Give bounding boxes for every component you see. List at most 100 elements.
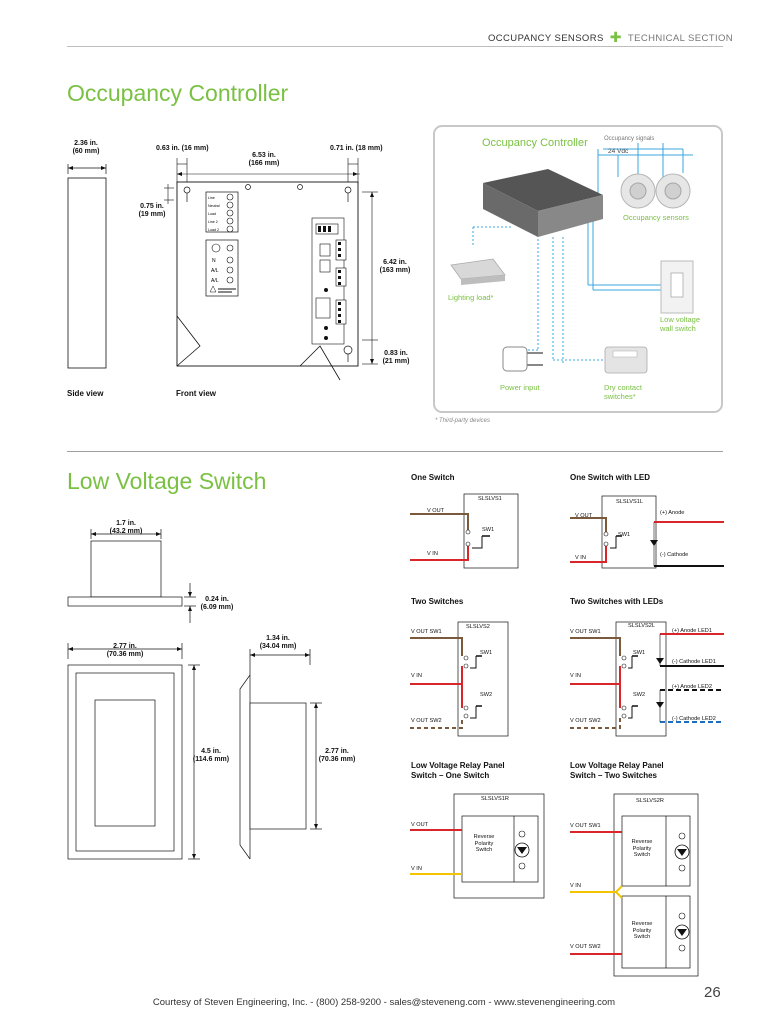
overall-height-dim: 6.42 in. (163 mm)	[374, 259, 416, 275]
terminal-neutral-label: Neutral	[208, 204, 220, 208]
diagram-power-label: Power input	[500, 383, 540, 392]
relay-one-reverse: Reverse Polarity Switch	[466, 834, 502, 854]
relay-two-diagram	[570, 793, 699, 977]
dim-in: 0.75 in.	[140, 203, 164, 210]
terminal-n-label: N	[212, 258, 216, 264]
dim-mm: (60 mm)	[72, 148, 100, 155]
two-led-sw1: SW1	[633, 650, 646, 656]
two-led-cathode2: (-) Cathode LED2	[672, 716, 716, 722]
dim-mm: (166 mm)	[248, 160, 280, 167]
relay-one-vin: V IN	[411, 866, 422, 872]
rev-line2: Polarity	[632, 927, 652, 934]
two-led-vout1: V OUT SW1	[570, 629, 601, 635]
dim-mm: (163 mm)	[379, 267, 411, 274]
two-sw1: SW1	[480, 650, 493, 656]
two-led-sw2: SW2	[633, 692, 646, 698]
one-led-sw: SW1	[618, 532, 631, 538]
header-divider	[67, 46, 723, 47]
dim-in: 1.7 in.	[116, 520, 136, 527]
one-switch-led-diagram	[570, 495, 724, 569]
plate-width-dim: 2.77 in. (70.36 mm)	[100, 643, 150, 659]
diagram-sensors-label: Occupancy sensors	[623, 213, 689, 222]
dim-in: 2.36 in.	[74, 140, 98, 147]
rev-line3: Switch	[633, 934, 651, 940]
dim-in: 2.77 in.	[325, 748, 349, 755]
diagram-lighting-label: Lighting load*	[448, 293, 494, 302]
title-line2: Switch – One Switch	[411, 771, 490, 780]
overall-width-dim: 6.53 in. (166 mm)	[240, 152, 288, 168]
terminal-line2-label: Line 2	[208, 220, 218, 224]
one-led-model: SLSLVS1L	[616, 499, 643, 505]
switch-width-dim: 1.7 in. (43.2 mm)	[104, 520, 148, 536]
two-sw2: SW2	[480, 692, 493, 698]
front-view-label: Front view	[176, 389, 217, 398]
terminal-load-label: Load	[208, 212, 216, 216]
page-number: 26	[704, 984, 721, 1001]
dim-in: 0.24 in.	[205, 596, 229, 603]
one-switch-diagram	[410, 493, 519, 569]
relay-two-title: Low Voltage Relay Panel Switch – Two Swi…	[570, 761, 664, 781]
plate-height-dim: 4.5 in. (114.6 mm)	[188, 748, 234, 764]
one-switch-vin: V IN	[427, 551, 438, 557]
warning-icon	[209, 285, 217, 293]
one-switch-title: One Switch	[411, 473, 455, 482]
low-voltage-switch-drawing	[67, 529, 322, 860]
dim-in: 1.34 in.	[266, 635, 290, 642]
two-led-vout2: V OUT SW2	[570, 718, 601, 724]
relay-one-vout: V OUT	[411, 822, 429, 828]
top-offset-dim: 0.75 in. (19 mm)	[134, 203, 170, 219]
rev-line2: Polarity	[474, 840, 494, 847]
title-line2: Switch – Two Switches	[570, 771, 657, 780]
title-line1: Low Voltage Relay Panel	[570, 761, 664, 770]
relay-two-model: SLSLVS2R	[636, 798, 664, 804]
third-party-note: * Third-party devices	[435, 418, 491, 424]
dim-in: 6.53 in.	[252, 152, 276, 159]
dim-mm: (70.36 mm)	[318, 756, 356, 763]
right-offset-dim: 0.71 in. (18 mm)	[330, 145, 383, 152]
two-model: SLSLVS2	[466, 624, 490, 630]
page-header: OCCUPANCY SENSORS✚TECHNICAL SECTION	[488, 28, 733, 45]
two-led-model: SLSLVS2L	[628, 623, 655, 629]
rev-line3: Switch	[475, 847, 493, 853]
rev-line1: Reverse	[473, 834, 495, 840]
terminal-al-label: A/L	[211, 268, 219, 274]
bottom-offset-dim: 0.83 in. (21 mm)	[378, 350, 414, 366]
relay-two-vout1: V OUT SW1	[570, 823, 601, 829]
dim-mm: (43.2 mm)	[109, 528, 143, 535]
two-vin: V IN	[411, 673, 422, 679]
terminal-line-label: Line	[208, 196, 215, 200]
rev-line1: Reverse	[631, 921, 653, 927]
rev-line3: Switch	[633, 852, 651, 858]
two-switches-led-title: Two Switches with LEDs	[570, 597, 664, 606]
terminal-load2-label: Load 2	[208, 228, 219, 232]
system-diagram	[433, 125, 723, 413]
one-switch-sw: SW1	[482, 527, 495, 533]
diagram-controller-label: Occupancy Controller	[482, 137, 588, 149]
dim-mm: (21 mm)	[382, 358, 410, 365]
dim-mm: (34.04 mm)	[259, 643, 297, 650]
header-subsection: TECHNICAL SECTION	[627, 33, 734, 44]
one-led-anode: (+) Anode	[660, 510, 685, 516]
side-view-drawing	[67, 164, 107, 369]
relay-two-vout2: V OUT SW2	[570, 944, 601, 950]
dim-in: 4.5 in.	[201, 748, 221, 755]
dim-in: 6.42 in.	[383, 259, 407, 266]
front-view-drawing: Line Neutral Load Line 2 Load 2 N A/L A/…	[164, 158, 378, 381]
dim-in: 2.77 in.	[113, 643, 137, 650]
dim-mm: (114.6 mm)	[192, 756, 230, 763]
one-led-vin: V IN	[575, 555, 586, 561]
one-switch-model: SLSLVS1	[478, 496, 502, 502]
dim-mm: (19 mm)	[138, 211, 166, 218]
title-line1: Low Voltage Relay Panel	[411, 761, 505, 770]
plate-thickness-dim: 0.24 in. (6.09 mm)	[196, 596, 238, 612]
two-led-anode1: (+) Anode LED1	[672, 628, 712, 634]
footer-credit: Courtesy of Steven Engineering, Inc. - (…	[152, 997, 616, 1008]
occupancy-controller-title: Occupancy Controller	[67, 80, 289, 106]
relay-one-title: Low Voltage Relay Panel Switch – One Swi…	[411, 761, 505, 781]
side-width-dim: 2.36 in. (60 mm)	[64, 140, 108, 156]
section-divider	[67, 451, 723, 452]
one-led-cathode: (-) Cathode	[660, 552, 689, 558]
two-switches-diagram	[410, 621, 509, 737]
side-height-dim: 2.77 in. (70.36 mm)	[312, 748, 362, 764]
relay-two-reverse-2: Reverse Polarity Switch	[624, 921, 660, 941]
